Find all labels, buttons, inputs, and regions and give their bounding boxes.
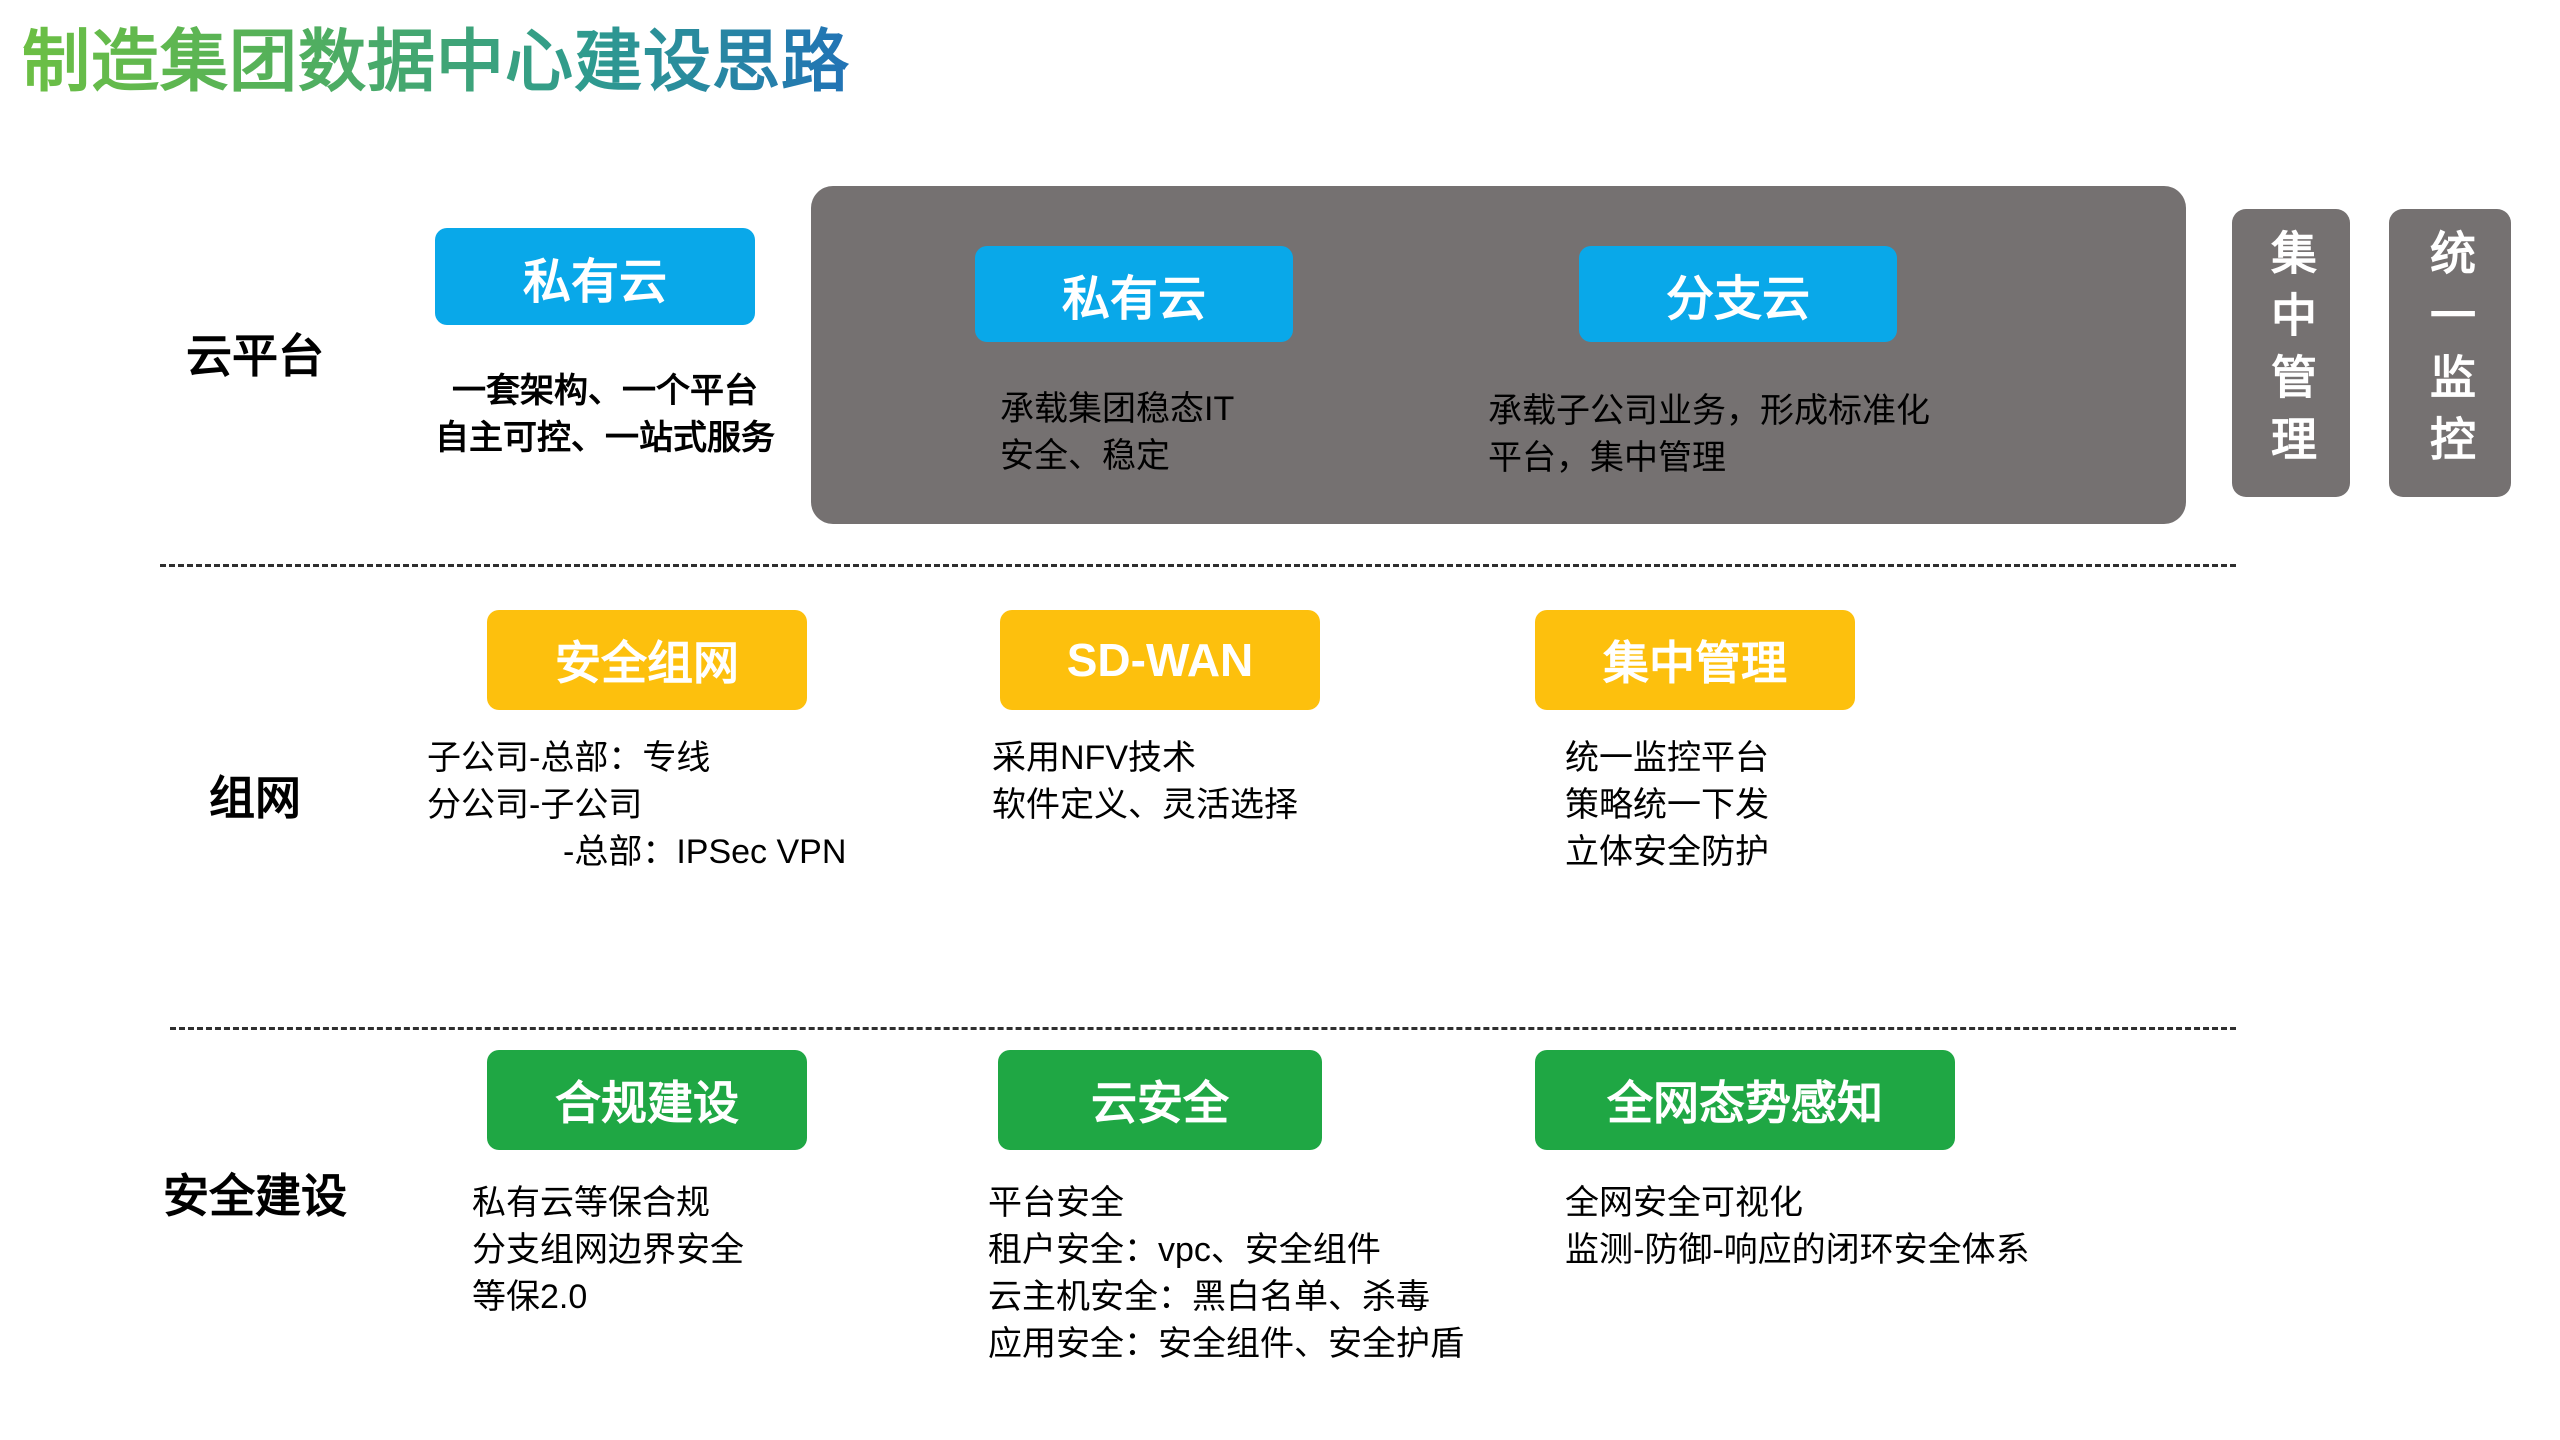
dashed-separator-2 xyxy=(170,1027,2236,1030)
desc-line: 一套架构、一个平台 xyxy=(452,372,758,410)
desc-line: -总部：IPSec VPN xyxy=(563,833,847,871)
desc-central-management: 统一监控平台 策略统一下发 立体安全防护 xyxy=(1565,735,2085,876)
desc-sd-wan: 采用NFV技术 软件定义、灵活选择 xyxy=(992,735,1552,829)
badge-branch-cloud: 分支云 xyxy=(1579,246,1897,342)
badge-network-situation-awareness: 全网态势感知 xyxy=(1535,1050,1955,1150)
cloud-group-panel xyxy=(811,186,2186,524)
desc-line: 平台安全 xyxy=(988,1184,1124,1222)
desc-private-cloud-group: 承载集团稳态IT 安全、稳定 xyxy=(1000,386,1500,480)
desc-network-situation-awareness: 全网安全可视化 监测-防御-响应的闭环安全体系 xyxy=(1565,1180,2245,1274)
desc-line: 分公司-子公司 xyxy=(427,786,643,824)
desc-line: 平台，集中管理 xyxy=(1488,439,1726,477)
desc-line: 承载集团稳态IT xyxy=(1000,390,1235,428)
desc-line: 统一监控平台 xyxy=(1565,739,1769,777)
badge-sd-wan: SD-WAN xyxy=(1000,610,1320,710)
row-label-security-construction: 安全建设 xyxy=(163,1170,347,1222)
desc-secure-networking: 子公司-总部：专线 分公司-子公司 -总部：IPSec VPN xyxy=(427,735,1047,876)
desc-line: 软件定义、灵活选择 xyxy=(992,786,1298,824)
desc-line: 立体安全防护 xyxy=(1565,833,1769,871)
side-badge-unified-monitoring: 统一监控 xyxy=(2389,209,2511,497)
badge-central-management: 集中管理 xyxy=(1535,610,1855,710)
desc-line: 全网安全可视化 xyxy=(1565,1184,1803,1222)
row-label-networking: 组网 xyxy=(209,772,301,824)
desc-private-cloud-main: 一套架构、一个平台 自主可控、一站式服务 xyxy=(375,368,835,462)
badge-cloud-security: 云安全 xyxy=(998,1050,1322,1150)
desc-line: 采用NFV技术 xyxy=(992,739,1196,777)
side-badge-centralized-management: 集中管理 xyxy=(2232,209,2350,497)
desc-line: 等保2.0 xyxy=(472,1278,588,1316)
desc-line: 自主可控、一站式服务 xyxy=(435,419,775,457)
desc-line: 云主机安全：黑白名单、杀毒 xyxy=(988,1278,1430,1316)
desc-line: 租户安全：vpc、安全组件 xyxy=(988,1231,1381,1269)
desc-line: 应用安全：安全组件、安全护盾 xyxy=(988,1325,1464,1363)
desc-line: 分支组网边界安全 xyxy=(472,1231,744,1269)
badge-compliance-construction: 合规建设 xyxy=(487,1050,807,1150)
desc-compliance-construction: 私有云等保合规 分支组网边界安全 等保2.0 xyxy=(472,1180,1032,1321)
desc-line: 安全、稳定 xyxy=(1000,437,1170,475)
desc-line: 承载子公司业务，形成标准化 xyxy=(1488,392,1930,430)
row-label-cloud-platform: 云平台 xyxy=(186,330,324,382)
badge-private-cloud-group: 私有云 xyxy=(975,246,1293,342)
dashed-separator-1 xyxy=(160,564,2236,567)
desc-line: 策略统一下发 xyxy=(1565,786,1769,824)
desc-cloud-security: 平台安全 租户安全：vpc、安全组件 云主机安全：黑白名单、杀毒 应用安全：安全… xyxy=(988,1180,1608,1368)
desc-line: 私有云等保合规 xyxy=(472,1184,710,1222)
desc-line: 监测-防御-响应的闭环安全体系 xyxy=(1565,1231,2030,1269)
badge-private-cloud-main: 私有云 xyxy=(435,228,755,325)
desc-line: 子公司-总部：专线 xyxy=(427,739,711,777)
badge-secure-networking: 安全组网 xyxy=(487,610,807,710)
desc-branch-cloud: 承载子公司业务，形成标准化 平台，集中管理 xyxy=(1488,388,2048,482)
page-title: 制造集团数据中心建设思路 xyxy=(22,24,851,100)
